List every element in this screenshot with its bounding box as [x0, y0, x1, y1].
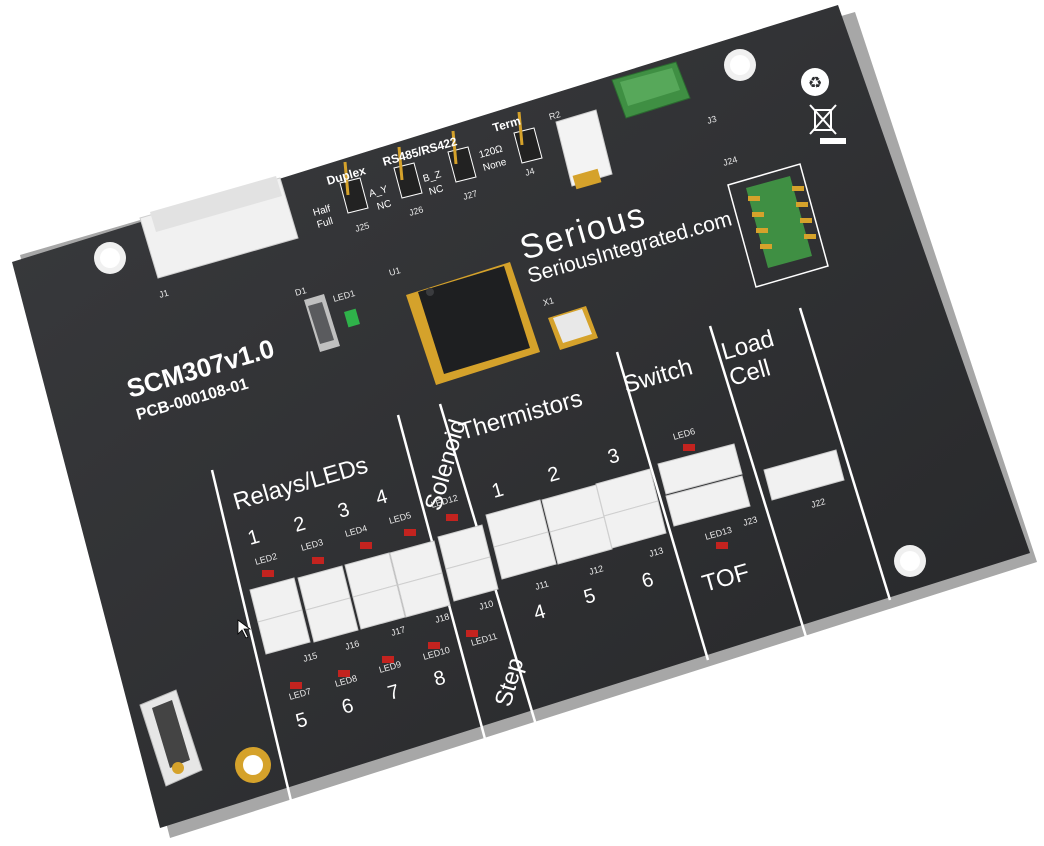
led-1-green	[344, 308, 360, 328]
refdes-j10: J10	[478, 598, 495, 612]
usb-connector-j3	[611, 61, 691, 119]
refdes-d1: D1	[294, 285, 308, 298]
refdes-j26: J26	[408, 204, 425, 218]
chip-u1	[406, 262, 540, 385]
refdes-j18: J18	[434, 611, 451, 625]
component-r2	[555, 109, 613, 190]
refdes-j22: J22	[810, 496, 827, 510]
refdes-j12: J12	[588, 563, 605, 577]
svg-text:♻: ♻	[808, 75, 822, 92]
weee-bin-icon	[809, 104, 846, 144]
dc-jack	[139, 689, 203, 787]
refdes-j23: J23	[742, 514, 759, 528]
refdes-x1: X1	[542, 295, 555, 308]
refdes-u1: U1	[388, 265, 402, 278]
jumper-headers	[339, 111, 543, 214]
sensor-connectors	[485, 443, 845, 580]
relay-connectors	[249, 524, 499, 655]
mounting-holes	[94, 49, 926, 783]
refdes-j27: J27	[462, 188, 479, 202]
label-a-y: A_Y	[368, 184, 390, 200]
refdes-r2: R2	[548, 109, 562, 122]
refdes-j11: J11	[534, 578, 550, 591]
diode-d1	[304, 294, 340, 352]
header-j24	[727, 163, 829, 288]
refdes-j17: J17	[390, 624, 407, 638]
red-leds	[262, 444, 728, 689]
label-b-z: B_Z	[422, 169, 443, 185]
refdes-j15: J15	[302, 650, 319, 664]
refdes-j3: J3	[706, 114, 718, 126]
section-dividers	[210, 307, 892, 806]
recycle-icon: ♻	[801, 68, 829, 96]
refdes-j24: J24	[722, 154, 739, 168]
crystal-x1	[548, 306, 598, 350]
connector-j1	[139, 176, 299, 279]
label-full: Full	[316, 216, 335, 231]
label-nc-1: NC	[376, 198, 393, 213]
refdes-j1: J1	[158, 288, 170, 300]
refdes-j25: J25	[354, 220, 371, 234]
refdes-j13: J13	[648, 545, 665, 559]
refdes-j4: J4	[524, 166, 536, 178]
mouse-cursor-icon	[237, 619, 252, 639]
label-nc-2: NC	[428, 183, 445, 198]
refdes-j16: J16	[344, 638, 361, 652]
label-half: Half	[312, 203, 332, 219]
